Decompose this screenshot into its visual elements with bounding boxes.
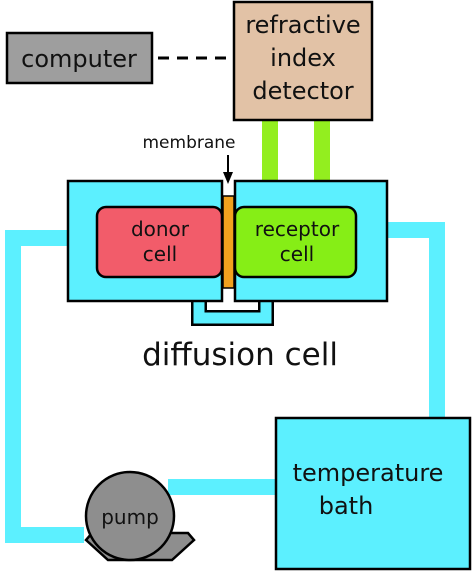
- pump-body: [84, 470, 176, 562]
- receptor-label-line1: receptor: [255, 217, 340, 241]
- computer-box: computer: [5, 31, 154, 85]
- detector-label-line1: refractive: [245, 11, 360, 39]
- detector-label-line2: index: [270, 44, 336, 72]
- refractive-index-detector: refractive index detector: [232, 0, 374, 122]
- donor-cell: [95, 205, 224, 279]
- temperature-label-line2: bath: [319, 492, 374, 520]
- computer-label: computer: [21, 45, 137, 73]
- tubing-donor-to-pump: [5, 230, 84, 543]
- diffusion-cell: donor cell receptor cell: [66, 179, 389, 303]
- membrane-arrow: [223, 155, 233, 184]
- temperature-label-line1: temperature: [293, 459, 444, 487]
- temperature-bath: temperature bath: [274, 416, 472, 571]
- donor-label-line2: cell: [143, 242, 177, 266]
- tubing: [5, 222, 445, 543]
- detector-label-line3: detector: [252, 77, 353, 105]
- membrane: [222, 195, 235, 289]
- pump: pump: [84, 470, 196, 562]
- receptor-label-line2: cell: [280, 242, 314, 266]
- diffusion-cell-label: diffusion cell: [142, 337, 338, 373]
- membrane-label: membrane: [142, 133, 235, 153]
- tubing-receptor-to-bath: [370, 222, 445, 424]
- pump-label: pump: [101, 505, 159, 529]
- donor-label-line1: donor: [131, 217, 190, 241]
- receptor-cell: [233, 205, 358, 279]
